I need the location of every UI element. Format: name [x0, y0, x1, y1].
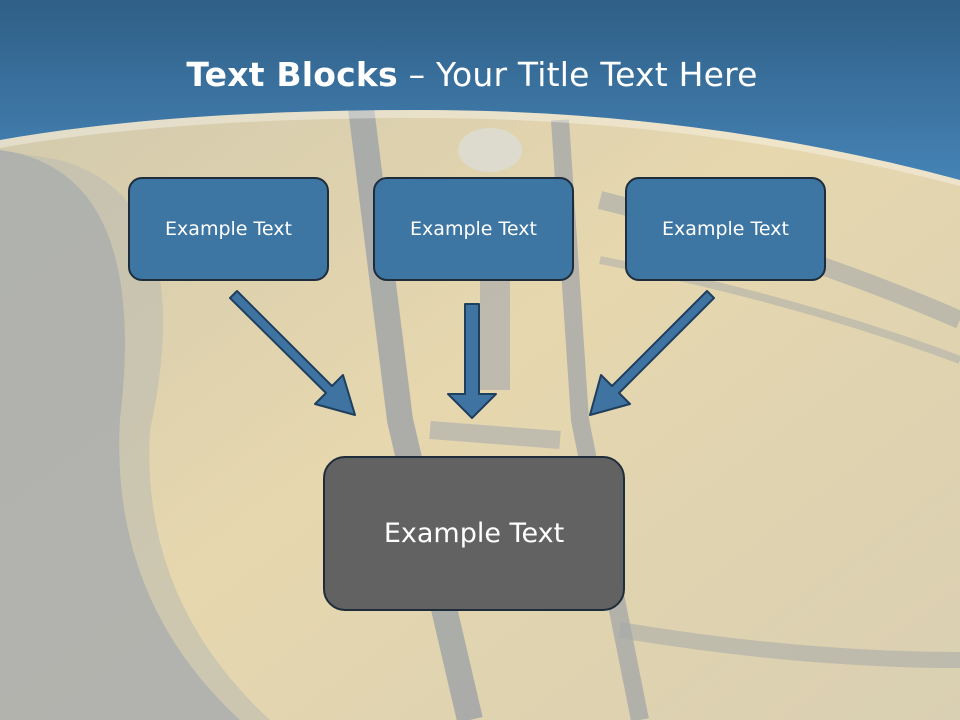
text-block-bottom-label: Example Text: [383, 518, 565, 549]
text-block-center-label: Example Text: [410, 218, 537, 240]
text-block-left-label: Example Text: [165, 218, 292, 240]
slide-title: Text Blocks – Your Title Text Here: [0, 52, 944, 98]
title-bold-part: Text Blocks: [186, 55, 398, 94]
text-block-bottom[interactable]: Example Text: [323, 456, 625, 611]
text-block-right[interactable]: Example Text: [625, 177, 826, 281]
text-block-right-label: Example Text: [662, 218, 789, 240]
title-rest: Your Title Text Here: [435, 55, 758, 94]
text-block-left[interactable]: Example Text: [128, 177, 329, 281]
title-separator: –: [397, 55, 436, 94]
text-block-center[interactable]: Example Text: [373, 177, 574, 281]
